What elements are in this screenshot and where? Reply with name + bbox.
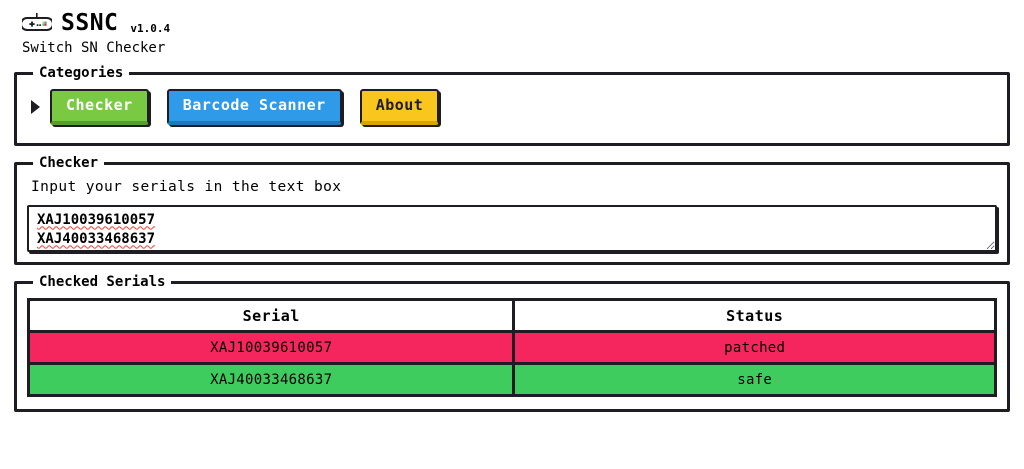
categories-button-row: Checker Barcode Scanner About xyxy=(27,83,997,133)
checked-serials-legend: Checked Serials xyxy=(39,274,166,291)
checked-serials-panel: Checked Serials Serial Status XAJ1003961… xyxy=(14,274,1010,413)
categories-panel: Categories Checker Barcode Scanner About xyxy=(14,65,1010,147)
column-header-serial: Serial xyxy=(26,298,516,334)
categories-legend: Categories xyxy=(39,65,124,82)
checker-panel: Checker Input your serials in the text b… xyxy=(14,155,1010,266)
table-row[interactable]: XAJ10039610057 patched xyxy=(26,330,997,366)
cell-serial: XAJ10039610057 xyxy=(26,330,516,366)
category-button-checker[interactable]: Checker xyxy=(50,89,149,126)
status-badge: safe xyxy=(512,362,997,398)
results-body: XAJ10039610057 patched XAJ40033468637 sa… xyxy=(26,330,997,398)
checker-legend: Checker xyxy=(39,155,99,172)
table-row[interactable]: XAJ40033468637 safe xyxy=(26,362,997,398)
category-button-about[interactable]: About xyxy=(359,89,440,126)
app-version: v1.0.4 xyxy=(130,21,171,35)
serial-input[interactable] xyxy=(27,205,997,253)
results-table: Serial Status XAJ10039610057 patched XAJ… xyxy=(26,298,997,398)
checker-hint-text: Input your serials in the text box xyxy=(31,179,342,196)
triangle-right-icon xyxy=(31,100,40,115)
results-header-row: Serial Status xyxy=(26,298,997,334)
gamepad-icon xyxy=(22,13,52,31)
status-badge: patched xyxy=(512,330,997,366)
app-title: SSNC xyxy=(61,9,119,36)
column-header-status: Status xyxy=(512,298,997,334)
category-button-barcode-scanner[interactable]: Barcode Scanner xyxy=(166,89,342,126)
cell-serial: XAJ40033468637 xyxy=(26,362,516,398)
app-subtitle: Switch SN Checker xyxy=(22,40,166,56)
app-header: SSNC v1.0.4 xyxy=(22,10,1010,36)
